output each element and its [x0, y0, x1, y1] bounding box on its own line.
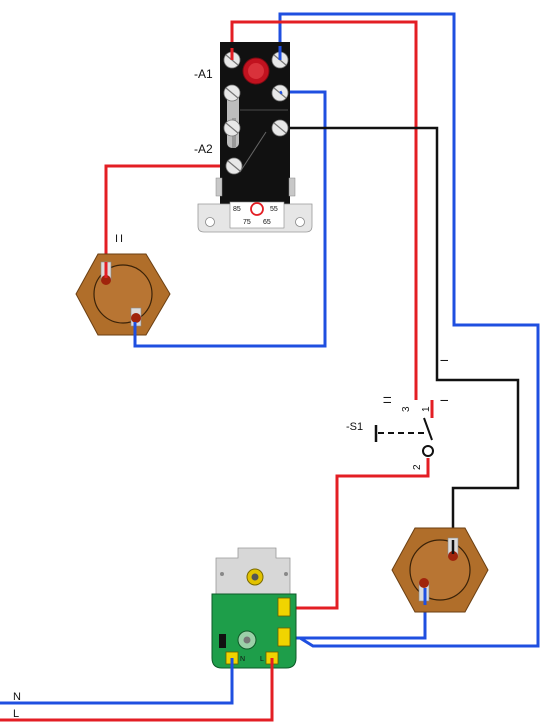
label-a1: -A1: [194, 67, 213, 81]
heating-element-i: [391, 527, 489, 613]
thermostat: 85 55 75 65: [197, 42, 313, 233]
label-s1: -S1: [346, 421, 363, 433]
label-s1-pin1: 1: [421, 406, 432, 412]
label-s1-position-i: I: [439, 399, 451, 402]
blue-wire-element-i: [290, 588, 427, 640]
red-wire-s1-to-timer: [290, 458, 430, 610]
label-s1-pin3: 3: [401, 406, 412, 412]
screw-left-mid: [223, 84, 241, 102]
label-n: N: [13, 691, 21, 703]
label-black-wire-i: I: [439, 359, 451, 362]
label-timer-n: N: [240, 656, 245, 663]
heating-element-ii: [75, 253, 171, 336]
screw-left-lower: [223, 119, 241, 137]
dial-label-75: 75: [243, 219, 251, 226]
dial-label-55: 55: [270, 206, 278, 213]
timer-module: [211, 547, 297, 669]
red-wire-l-supply: [0, 660, 274, 722]
black-wire-main: [281, 126, 520, 548]
red-wire-a1-to-s1: [230, 20, 418, 400]
red-wire-a2-to-element: [104, 164, 234, 272]
label-l: L: [13, 708, 19, 720]
label-element-ii: II: [115, 233, 125, 245]
screw-right-lower: [271, 119, 289, 137]
switch-s1[interactable]: [374, 417, 434, 457]
screw-a2: [225, 157, 243, 175]
label-s1-position-ii: II: [382, 394, 394, 404]
label-s1-pin2: 2: [412, 464, 423, 470]
label-a2: -A2: [194, 142, 213, 156]
blue-wire-n-supply: [0, 660, 234, 705]
dial-label-85: 85: [233, 206, 241, 213]
label-timer-l: L: [260, 656, 264, 663]
thermostat-dial[interactable]: [250, 202, 264, 216]
dial-label-65: 65: [263, 219, 271, 226]
blue-wire-main: [278, 12, 540, 648]
